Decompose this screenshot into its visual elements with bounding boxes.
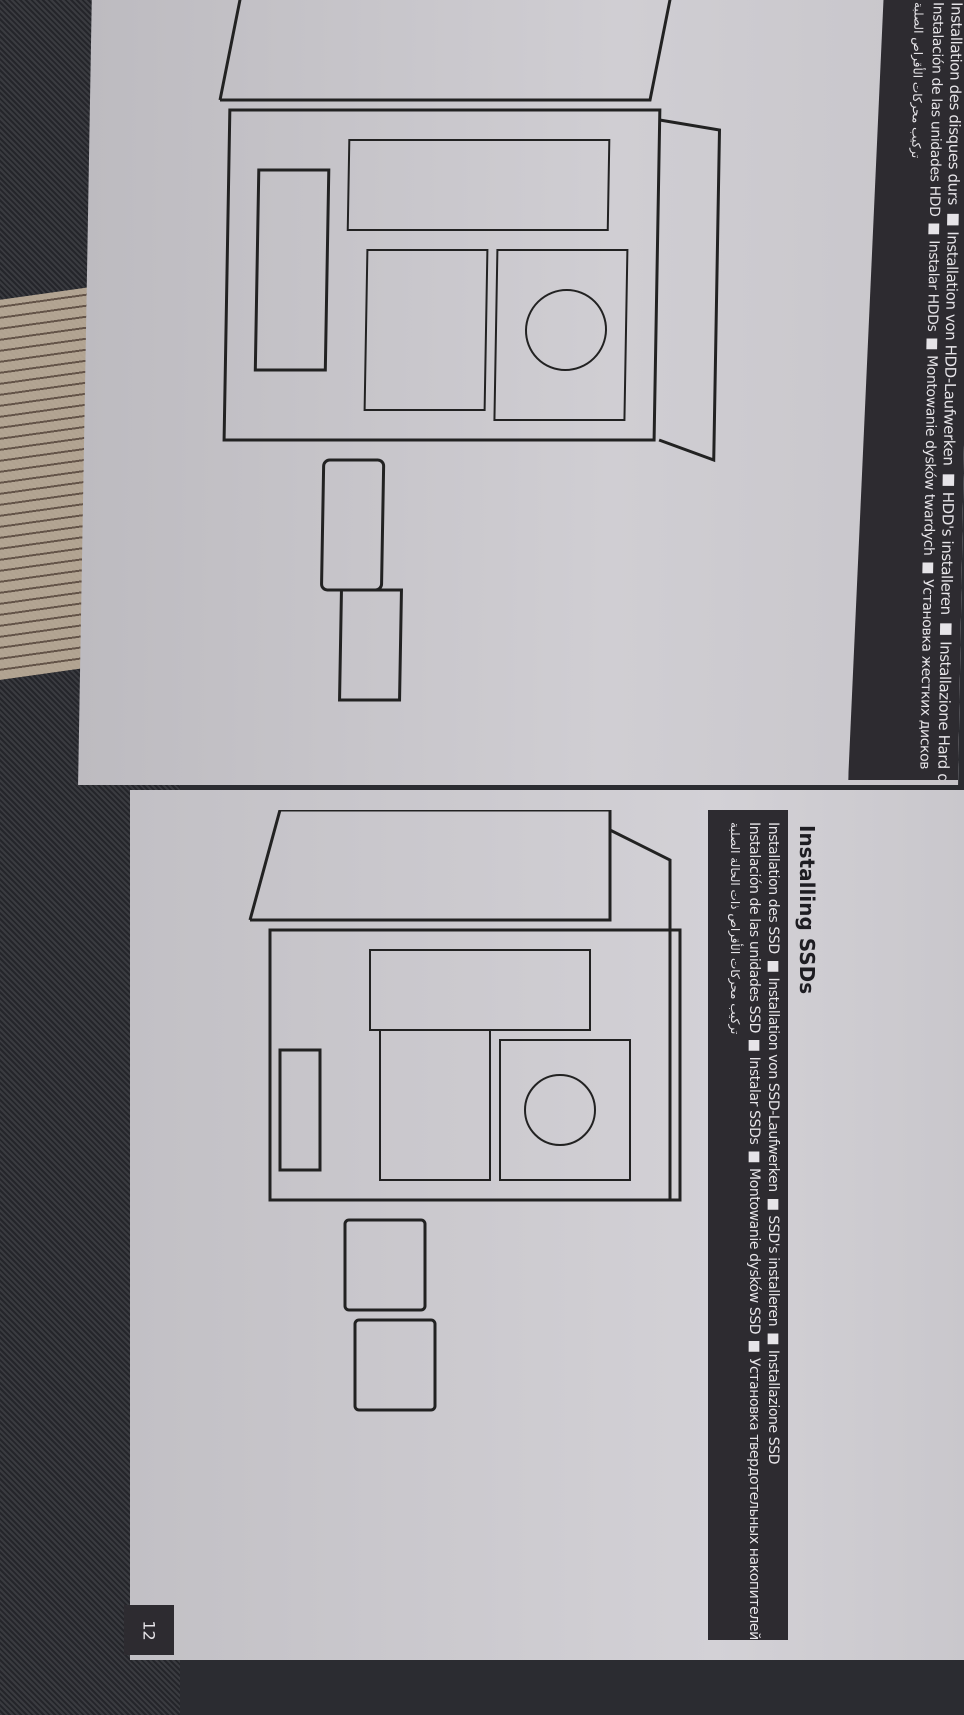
hdd-case-illustration: [218, 0, 722, 702]
manual-page-hdd: Installation des disques durs ■ Installa…: [78, 0, 964, 785]
ssd-case-illustration: [248, 810, 682, 1412]
manual-page-ssd: Installation des SSD ■ Installation von …: [124, 790, 964, 1660]
hdd-header-band: Installation des disques durs ■ Installa…: [848, 0, 964, 780]
ssd-band-line-2: Instalación de las unidades SSD ■ Instal…: [746, 822, 762, 1640]
page-number-text: 12: [139, 1619, 159, 1641]
ssd-header-band: Installation des SSD ■ Installation von …: [708, 810, 788, 1640]
page-number: 12: [124, 1605, 174, 1655]
page-title: Installing SSDs: [795, 825, 819, 995]
ssd-band-line-3: تركيب محركات الأقراص ذات الحالة الصلبة: [728, 822, 742, 1035]
ssd-band-line-1: Installation des SSD ■ Installation von …: [765, 822, 781, 1465]
